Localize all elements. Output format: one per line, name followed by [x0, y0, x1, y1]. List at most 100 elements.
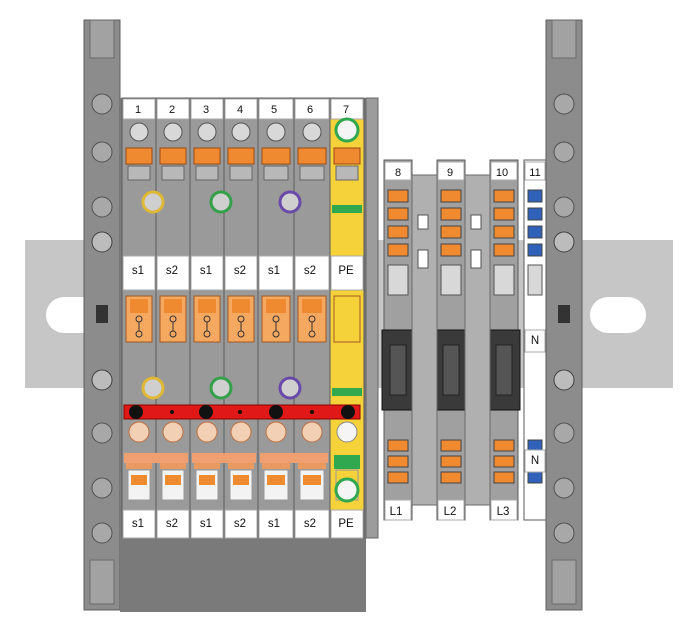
marker-strip [190, 509, 224, 539]
contact [527, 264, 543, 296]
fuse-holder [487, 329, 521, 411]
contact [263, 165, 289, 181]
bridge-dot-icon [170, 410, 174, 414]
test-socket-icon [278, 376, 302, 400]
screw-icon [265, 421, 287, 443]
pe-stripe [332, 205, 362, 213]
clamp-lever [227, 147, 255, 165]
marker-strip [156, 255, 190, 291]
screw-icon [336, 421, 358, 443]
contact [195, 165, 219, 181]
clamp-lever [493, 189, 515, 203]
terminal-column [189, 97, 225, 539]
screw-icon [128, 421, 150, 443]
clamp-lever [493, 439, 515, 452]
clamp-lever [303, 475, 321, 485]
marker-strip [330, 509, 364, 539]
right-number-labels: 8 9 10 11 [395, 167, 541, 179]
phase-marker [437, 499, 465, 521]
screw-icon [553, 369, 575, 391]
clamp-lever [527, 207, 543, 221]
number-strip [524, 161, 546, 181]
marker-strip [190, 255, 224, 291]
terminal-number: 11 [529, 167, 540, 179]
number-strip [490, 161, 518, 181]
phase-marker [384, 499, 412, 521]
terminal-number: 6 [307, 104, 313, 116]
fuse-lever [164, 299, 182, 313]
marker-label: s1 [268, 265, 280, 277]
number-strip [156, 98, 190, 120]
clamp-lever [297, 147, 327, 165]
marker-strip [122, 255, 156, 291]
terminal-number: 5 [271, 104, 277, 116]
fuse-cartridge [495, 344, 513, 396]
contact [335, 165, 359, 181]
fuse-cartridge [389, 344, 407, 396]
clamp-lever [334, 455, 360, 469]
bottom-marker-labels: s1 s2 s1 s2 s1 s2 PE [132, 518, 354, 530]
number-strip [122, 98, 156, 120]
clamp-lever [440, 225, 462, 239]
plate-window [470, 214, 482, 230]
screw-icon [196, 421, 218, 443]
terminal-pe [329, 97, 365, 539]
marker-label: s2 [234, 518, 246, 530]
clamp-lever [527, 225, 543, 239]
test-socket-icon [278, 190, 302, 214]
rail-slot-right [590, 297, 646, 333]
contact [127, 165, 151, 181]
top-number-labels: 1 2 3 4 5 6 7 [135, 104, 349, 116]
marker-label: s2 [166, 265, 178, 277]
marker-strip [122, 509, 156, 539]
clamp-lever [493, 207, 515, 221]
fuse-lever [232, 299, 250, 313]
terminal-number: 9 [447, 167, 453, 179]
clamp-lever [440, 471, 462, 484]
terminal-number: 1 [135, 104, 141, 116]
neutral-label: N [531, 335, 539, 347]
bridge-dot-icon [310, 410, 314, 414]
fuse-lever [266, 299, 286, 313]
terminal-column [293, 97, 331, 539]
clamp-lever [261, 147, 291, 165]
clamp-lever [387, 439, 409, 452]
terminal-fused [434, 159, 468, 521]
marker-strip [224, 509, 258, 539]
contact [387, 264, 409, 296]
screw-icon [91, 231, 113, 253]
number-strip [437, 161, 465, 181]
screw-icon [230, 421, 252, 443]
clamp-lever [333, 147, 361, 165]
marker-label: PE [338, 518, 354, 530]
clamp-lever [527, 471, 543, 484]
marker-label: s1 [268, 518, 280, 530]
phase-label-l3: L3 [497, 506, 510, 518]
terminal-neutral [523, 159, 547, 521]
marker-strip [330, 255, 364, 291]
clamp-lever [527, 439, 543, 452]
marker-label: s2 [234, 265, 246, 277]
number-strip [190, 98, 224, 120]
test-socket-icon [141, 190, 165, 214]
number-strip [294, 98, 330, 120]
fuse-holder [333, 295, 361, 343]
clamp-lever [387, 455, 409, 468]
contact [440, 264, 462, 296]
terminal-number: 3 [203, 104, 209, 116]
fuse-lever [198, 299, 216, 313]
clamp-lever [493, 225, 515, 239]
screw-icon [302, 122, 322, 142]
number-strip [384, 161, 412, 181]
fuse-lever [302, 299, 322, 313]
screw-icon [266, 122, 286, 142]
terminal-number: 4 [237, 104, 243, 116]
contact [493, 264, 515, 296]
marker-strip [258, 255, 294, 291]
marker-strip [258, 509, 294, 539]
end-bracket-right [545, 19, 583, 611]
fuse-lever [130, 299, 148, 313]
clamp-lever [387, 207, 409, 221]
bridge-strip [260, 453, 328, 463]
